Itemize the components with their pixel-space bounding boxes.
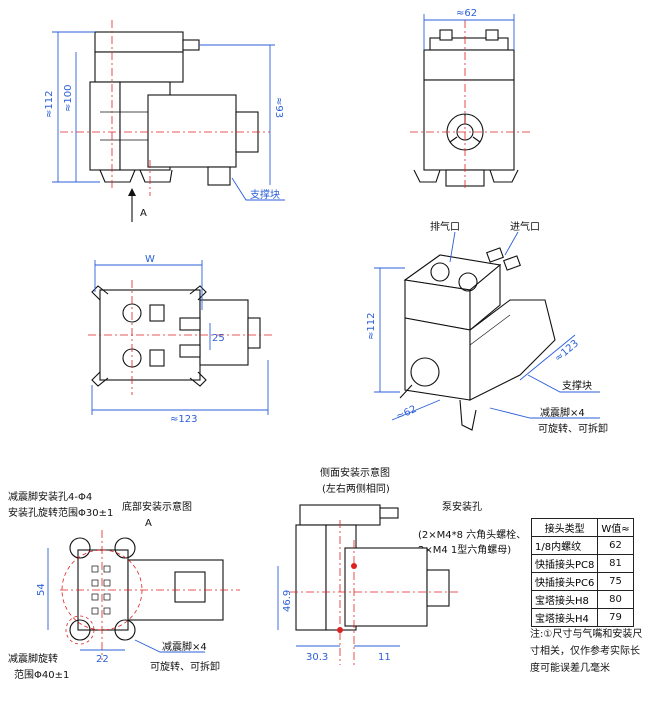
exhaust-label: 排气口 (430, 220, 460, 233)
side-mount-view: 侧面安装示意图 (左右两侧相同) 泵安装孔 (2×M4*8 六角头螺栓、 2×M… (277, 466, 526, 665)
damper-hole-label-2: 安装孔旋转范围Φ30±1 (8, 506, 113, 519)
dim-112: ≈112 (44, 91, 55, 118)
side-view: ≈62 (410, 8, 530, 190)
dim-93: ≈93 (273, 97, 284, 118)
dim-46-9: 46.9 (282, 590, 293, 612)
damper-label: 减震脚×4 (540, 406, 585, 419)
pump-hole-label-2: (2×M4*8 六角头螺栓、 (418, 528, 526, 541)
damper-rot-label-1: 减震脚旋转 (8, 652, 58, 665)
bottom-grid (91, 565, 111, 615)
damper-label-2: 减震脚×4 (162, 640, 207, 653)
pump-hole-label: 泵安装孔 (442, 500, 482, 513)
side-view-title: 侧面安装示意图 (320, 466, 390, 479)
front-view: ≈112 ≈100 ≈93 A 支撑块 (44, 20, 285, 222)
support-block-label-iso: 支撑块 (562, 379, 592, 392)
top-view: W 25 ≈123 (88, 254, 272, 425)
dim-112-iso: ≈112 (366, 313, 377, 340)
rotatable-label-2: 可旋转、可拆卸 (150, 660, 220, 673)
dim-62-top: ≈62 (456, 8, 477, 19)
damper-hole-label-1: 减震脚安装孔4-Φ4 (8, 490, 92, 503)
dim-22: 22 (96, 654, 109, 665)
dim-123: ≈123 (170, 414, 197, 425)
rotatable-label: 可旋转、可拆卸 (538, 422, 608, 435)
dim-30-3: 30.3 (306, 652, 328, 663)
bottom-view-title: 底部安装示意图 (122, 500, 192, 513)
damper-rot-label-2: 范围Φ40±1 (14, 668, 69, 681)
table-header-type: 接头类型 (530, 518, 599, 537)
bottom-view: 减震脚安装孔4-Φ4 安装孔旋转范围Φ30±1 底部安装示意图 A 54 22 … (8, 490, 240, 681)
side-view-subtitle: (左右两侧相同) (322, 482, 390, 495)
view-a-label: A (140, 208, 147, 219)
intake-label: 进气口 (510, 220, 540, 233)
pump-hole-label-3: 2×M4 1型六角螺母) (418, 543, 511, 556)
iso-view: ≈112 ≈62 ≈123 排气口 进气口 支撑块 减震脚×4 可旋转、可拆卸 (366, 220, 608, 435)
table-header-w: W值≈ (597, 518, 634, 537)
dim-62-iso: ≈62 (395, 404, 419, 423)
dim-100: ≈100 (63, 85, 74, 112)
view-a-label-2: A (145, 518, 152, 529)
dimension-note: 注:①尺寸与气嘴和安装尺寸相关，仅作参考实际长度可能误差几毫米 (530, 629, 643, 674)
dim-w: W (145, 254, 155, 265)
support-block-label: 支撑块 (250, 188, 280, 201)
dim-25: 25 (212, 333, 225, 344)
dim-11: 11 (378, 652, 391, 663)
dim-54: 54 (36, 583, 47, 596)
